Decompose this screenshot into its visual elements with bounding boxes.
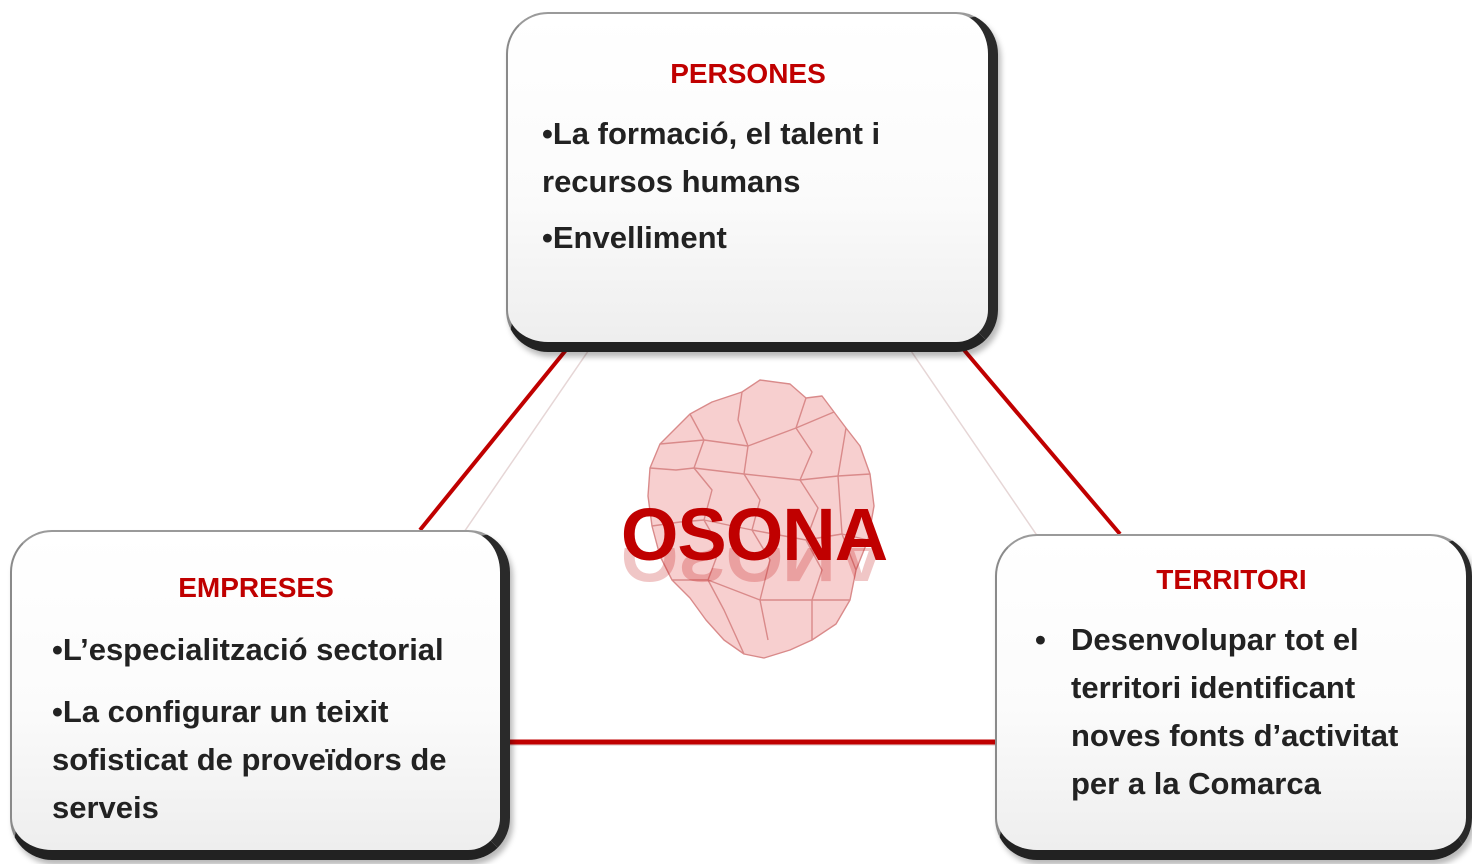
faint-triangle [316, 113, 1182, 746]
card-territori: TERRITORI • Desenvolupar tot el territori… [995, 534, 1472, 860]
bullet: • [1035, 622, 1046, 657]
bullet: • [542, 220, 553, 255]
bullet: • [542, 116, 553, 151]
card-persones-title: PERSONES [670, 58, 826, 89]
card-territori-item-1: • Desenvolupar tot el territori identific… [1035, 616, 1398, 808]
card-empreses-title: EMPRESES [178, 572, 334, 603]
card-empreses-item-2-line-1: La configurar un teixit [62, 694, 389, 729]
card-territori-item-1-line-2: territori identificant [1071, 670, 1356, 705]
card-empreses-item-2-line-2: sofisticat de proveïdors de [52, 742, 447, 777]
center-label-reflection: OSONA [620, 548, 888, 597]
card-territori-item-1-line-4: per a la Comarca [1071, 766, 1321, 801]
card-persones-item-2: •Envelliment [542, 214, 727, 262]
card-territori-title: TERRITORI [1156, 564, 1307, 595]
connector-persones-territori [962, 348, 1122, 536]
card-persones-item-1: •La formació, el talent i recursos human… [542, 110, 880, 206]
card-persones-item-2-line-1: Envelliment [552, 220, 727, 255]
card-empreses-item-1: •L’especialització sectorial [52, 626, 444, 674]
card-territori-item-1-line-3: noves fonts d’activitat [1071, 718, 1399, 753]
card-empreses-item-2-line-3: serveis [52, 790, 159, 825]
bullet: • [52, 632, 63, 667]
connector-persones-empreses [418, 348, 568, 532]
osona-map-icon [647, 379, 875, 659]
card-territori-item-1-line-1: Desenvolupar tot el [1071, 622, 1359, 657]
card-persones-item-1-line-1: La formació, el talent i [552, 116, 881, 151]
card-persones: PERSONES •La formació, el talent i recur… [506, 12, 998, 352]
bullet: • [52, 694, 63, 729]
card-empreses-item-2: •La configurar un teixit sofisticat de p… [52, 688, 447, 832]
card-empreses-item-1-line-1: L’especialització sectorial [62, 632, 444, 667]
card-empreses: EMPRESES •L’especialització sectorial •L… [10, 530, 510, 860]
card-persones-item-1-line-2: recursos humans [542, 164, 801, 199]
center-label-osona: OSONA [620, 493, 888, 576]
